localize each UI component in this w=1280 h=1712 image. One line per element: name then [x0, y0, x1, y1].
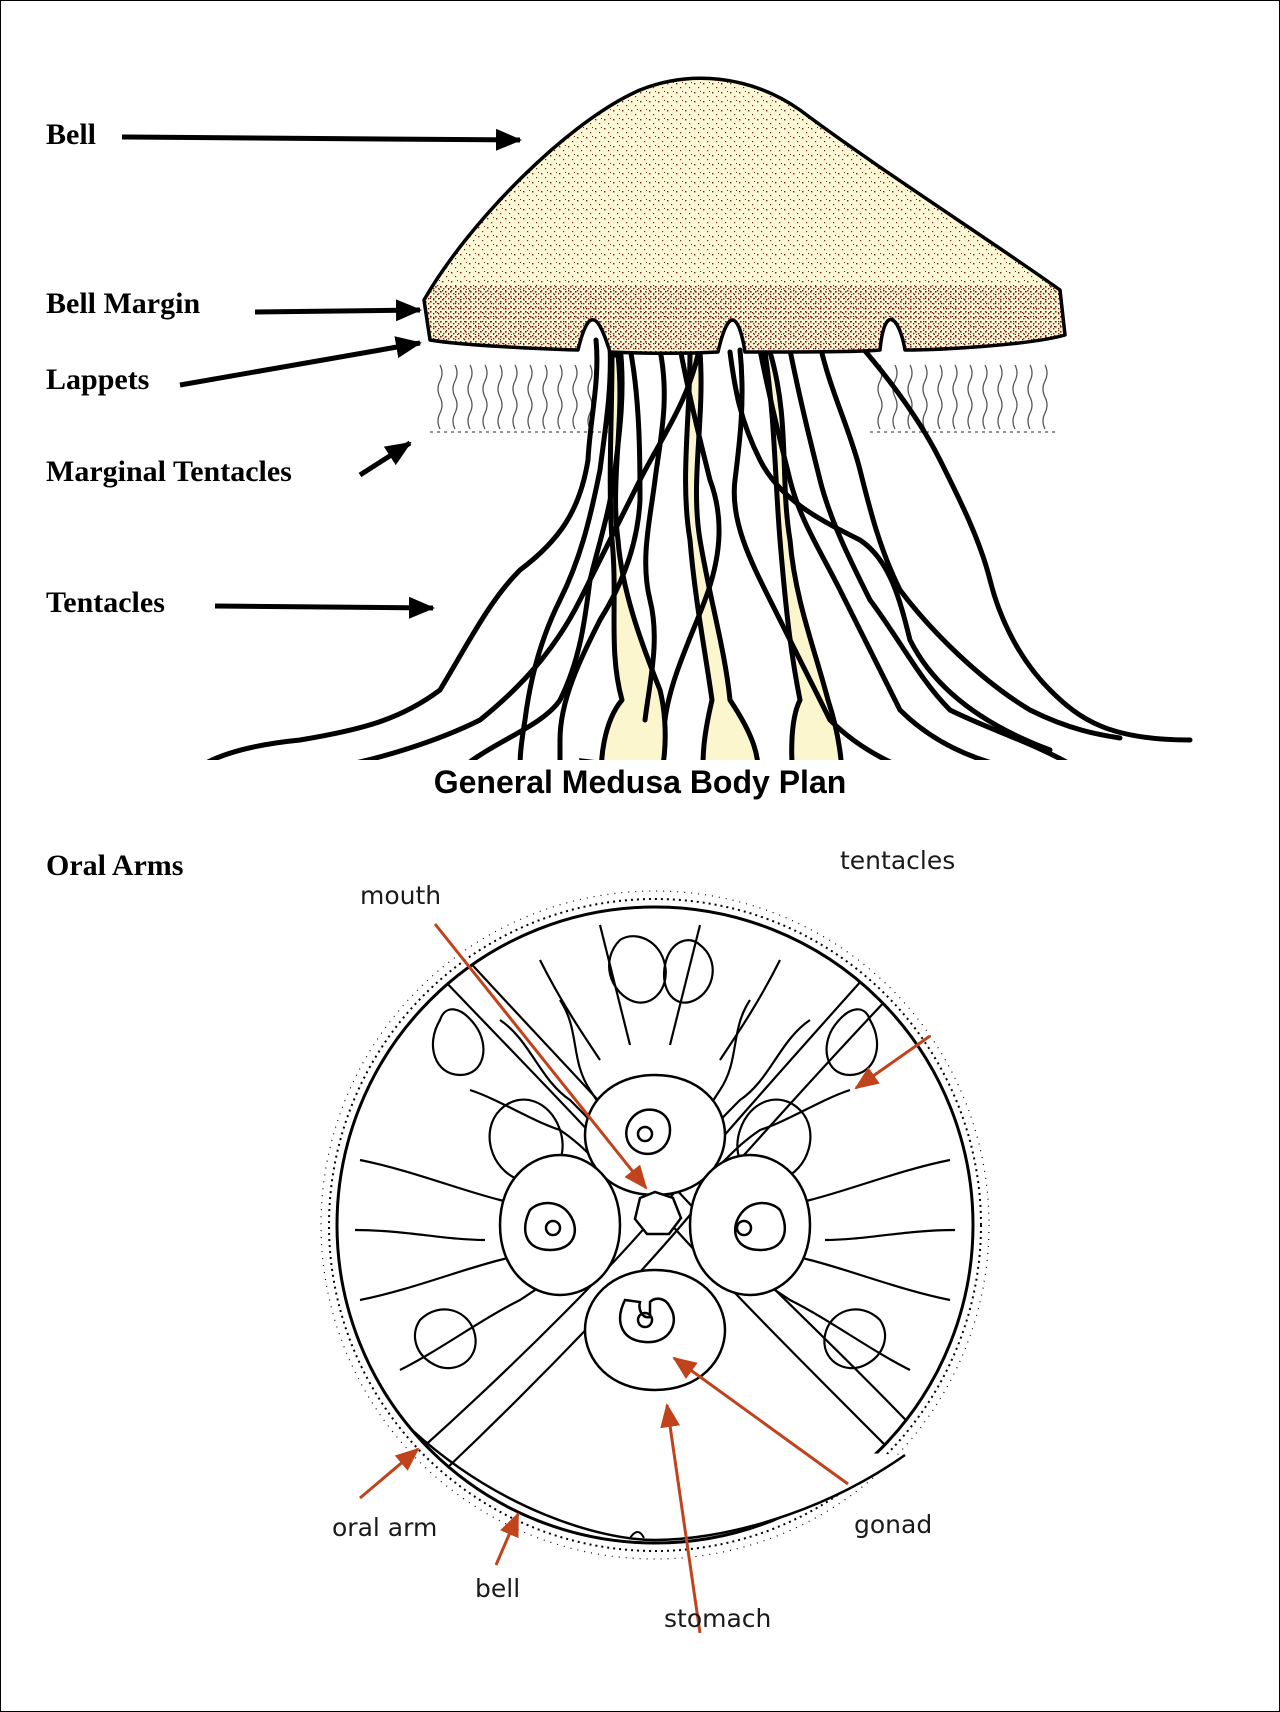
label-bell-bottom: bell: [475, 1574, 520, 1603]
label-gonad: gonad: [854, 1510, 932, 1539]
marginal-tentacles-arrow: [360, 443, 410, 475]
label-lappets: Lappets: [46, 363, 149, 397]
tentacles-arrow: [215, 606, 433, 608]
oral-arm-left: [601, 355, 665, 760]
bell: [420, 60, 1080, 360]
label-oral-arms: Oral Arms: [46, 849, 183, 883]
label-stomach: stomach: [664, 1604, 771, 1633]
label-bell: Bell: [46, 118, 96, 152]
label-tentacles: Tentacles: [46, 586, 165, 620]
jellyfish-side-view: [0, 0, 1280, 760]
lappets-arrow: [180, 343, 420, 385]
label-oral-arm: oral arm: [332, 1513, 437, 1542]
label-marginal-tentacles: Marginal Tentacles: [46, 455, 292, 489]
bell-margin-arrow: [255, 310, 420, 312]
diagram-title: General Medusa Body Plan: [0, 764, 1280, 801]
label-mouth: mouth: [360, 881, 441, 910]
label-tentacles-bottom: tentacles: [840, 846, 955, 875]
bell-arrow: [122, 137, 520, 140]
label-bell-margin: Bell Margin: [46, 287, 200, 321]
